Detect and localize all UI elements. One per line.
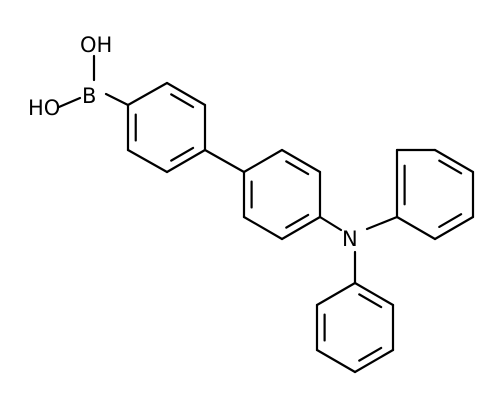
ring-d-double-2: [358, 346, 383, 362]
biaryl-bond: [203, 148, 246, 174]
ring-d-bond-2: [353, 348, 395, 374]
ring-b-bond-3: [242, 215, 284, 241]
n-bond-ring-b: [318, 215, 343, 232]
ring-d-double-0: [358, 293, 383, 309]
ring-d-bond-0: [353, 281, 395, 307]
label-oh-top: OH: [80, 33, 112, 57]
ring-c-double-1: [438, 159, 463, 175]
label-boron: B: [82, 84, 96, 108]
ring-d-bond-5: [315, 281, 357, 307]
ring-b-bond-2: [280, 215, 322, 241]
n-bond-ring-c: [365, 215, 399, 231]
ring-d-bond-3: [315, 348, 357, 374]
ring-c-bond-4: [395, 215, 437, 241]
ring-c-bond-3: [433, 215, 475, 241]
ring-b-bond-5: [242, 148, 284, 174]
label-nitrogen: N: [342, 227, 358, 251]
ring-a-bond-3: [126, 148, 169, 174]
ring-b-bond-0: [280, 148, 322, 174]
ring-a-bond-5: [126, 81, 169, 107]
b-c-bond: [104, 92, 130, 107]
ring-c-double-3: [438, 213, 463, 229]
ring-a-bond-2: [165, 148, 207, 174]
ring-b-double-2: [285, 213, 310, 229]
ring-a-double-2: [170, 146, 195, 162]
ring-a-bond-0: [165, 81, 207, 107]
ring-a-double-0: [170, 93, 195, 109]
label-oh-left: HO: [28, 96, 60, 120]
ring-c-bond-1: [433, 148, 475, 174]
ring-b-double-0: [285, 160, 310, 176]
bonds-group: [57, 54, 475, 374]
b-oh-left-bond: [57, 96, 82, 109]
